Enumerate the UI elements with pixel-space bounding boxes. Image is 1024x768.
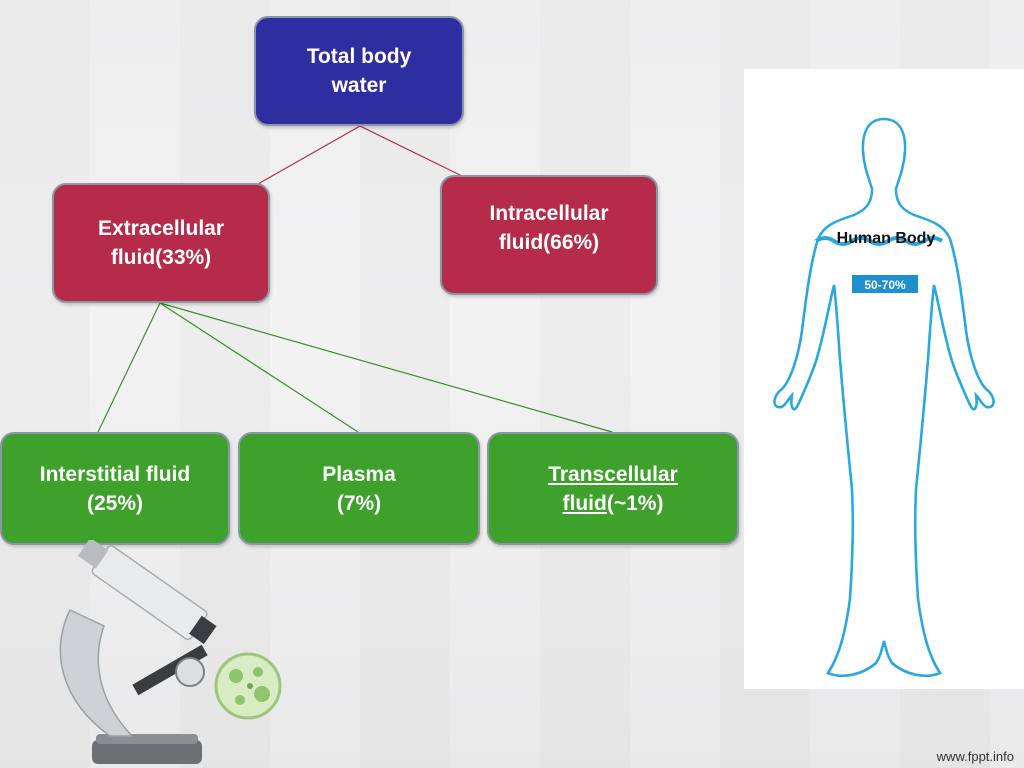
extracellular-line1: Extracellular xyxy=(97,217,225,240)
extracellular-fluid-node: Extracellular fluid(33%) xyxy=(52,183,270,303)
connector-ecf-interstitial xyxy=(97,302,161,433)
plasma-line2: (7%) xyxy=(336,491,382,515)
connector-total-intracellular xyxy=(359,125,463,177)
intracellular-line1: Intracellular xyxy=(489,202,609,225)
connector-total-extracellular xyxy=(257,125,361,185)
connector-ecf-transcellular xyxy=(159,302,613,433)
percent-background xyxy=(852,275,918,293)
plasma-line1: Plasma xyxy=(322,462,396,486)
transcellular-line1-link[interactable]: Transcellular xyxy=(548,462,678,486)
total-line2: water xyxy=(331,74,387,97)
human-silhouette: 50-70% water Human Body xyxy=(773,117,995,678)
microscope-base xyxy=(92,740,202,764)
extracellular-line2: fluid(33%) xyxy=(110,246,212,269)
interstitial-line1: Interstitial fluid xyxy=(39,462,191,486)
total-body-water-node: Total body water xyxy=(254,16,464,126)
total-line1: Total body xyxy=(306,45,412,68)
human-body-figure: 50-70% water Human Body xyxy=(744,69,1024,689)
connector-ecf-plasma xyxy=(159,302,359,433)
microscope-illustration xyxy=(59,540,282,764)
water-wave xyxy=(814,236,944,246)
body-water-label: water xyxy=(864,302,904,319)
interstitial-line2: (25%) xyxy=(86,491,144,515)
transcellular-fluid-node: Transcellular fluid(~1%) xyxy=(487,432,739,545)
footer-credit: www.fppt.info xyxy=(936,749,1014,764)
transcellular-fluid-link[interactable]: fluid xyxy=(562,491,607,515)
intracellular-line2: fluid(66%) xyxy=(498,231,600,254)
microscope-tube xyxy=(91,545,208,641)
body-title: Human Body xyxy=(837,230,936,247)
body-percent: 50-70% xyxy=(864,278,906,292)
microscope-lens xyxy=(175,657,205,687)
plasma-node: Plasma (7%) xyxy=(238,432,480,545)
interstitial-fluid-node: Interstitial fluid (25%) xyxy=(0,432,230,545)
microscope-arm xyxy=(59,609,134,737)
transcellular-percent: (~1%) xyxy=(606,491,664,515)
intracellular-fluid-node: Intracellular fluid(66%) xyxy=(440,175,658,295)
transcellular-line2: fluid(~1%) xyxy=(489,489,737,518)
